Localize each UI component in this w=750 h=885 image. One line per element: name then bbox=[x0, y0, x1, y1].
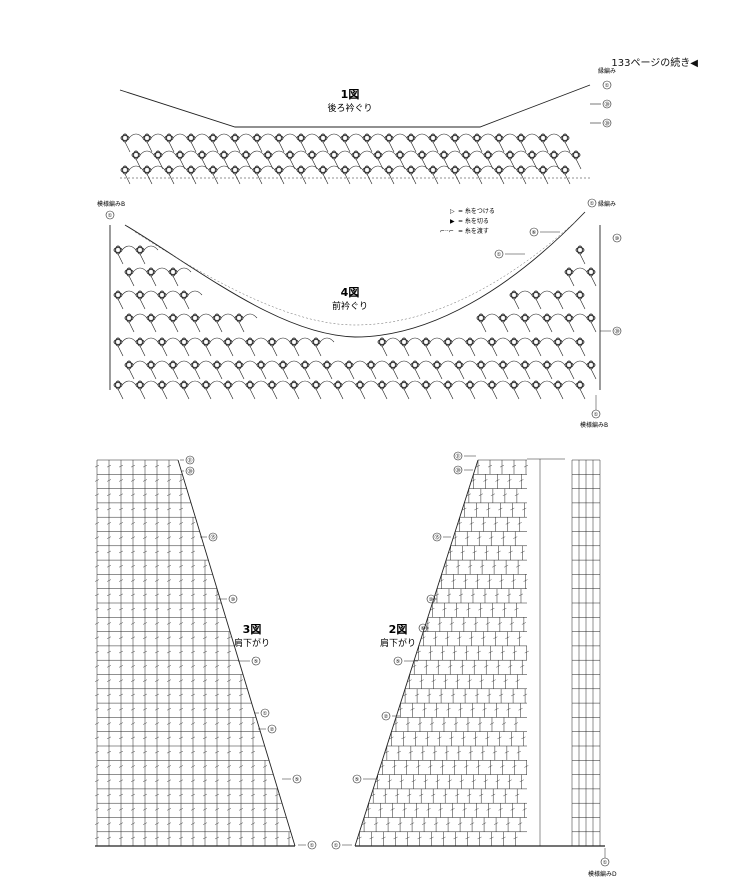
fig1-lace-mesh bbox=[120, 133, 582, 185]
fig3-stitch-grid bbox=[94, 459, 292, 847]
row-marker: ㉑ bbox=[187, 457, 192, 464]
svg-text:⑳: ⑳ bbox=[604, 101, 609, 108]
svg-text:⑩: ⑩ bbox=[615, 236, 620, 242]
fig1-top-edge bbox=[119, 84, 591, 128]
fig1-subtitle: 後ろ衿ぐり bbox=[327, 102, 372, 114]
fig4-left-label: 模様編みB bbox=[97, 200, 125, 208]
fig4-neck-curve bbox=[124, 211, 586, 338]
row-marker: ① bbox=[263, 711, 268, 717]
fig2-subtitle: 肩下がり bbox=[380, 637, 416, 649]
figure-2: 2図 肩下がり ㉑ ⑳ ⑮ ⑩ ⑥ ⑤ ② ⑤ ① ① 模様編みD bbox=[331, 451, 617, 878]
fig2-title: 2図 bbox=[389, 622, 408, 636]
fig4-legend: ▷= 糸をつける ▶= 糸を切る ⌐··⌐ = 糸を渡す bbox=[440, 207, 495, 235]
svg-text:①: ① bbox=[108, 213, 113, 219]
row-marker: ⑥ bbox=[421, 626, 426, 632]
row-marker: ㉑ bbox=[455, 453, 460, 460]
row-marker: ⑤ bbox=[254, 659, 258, 665]
fig2-slope bbox=[354, 459, 479, 847]
row-marker: ⑤ bbox=[355, 777, 359, 783]
row-marker: ⑤ bbox=[295, 777, 299, 783]
fig4-lace-mesh bbox=[113, 245, 597, 400]
svg-text:①: ① bbox=[497, 252, 502, 258]
svg-text:⑥: ⑥ bbox=[532, 230, 537, 236]
row-marker: ⑳ bbox=[455, 467, 460, 474]
row-marker: ① bbox=[310, 843, 315, 849]
fig2-bottom-label: 模様編みD bbox=[588, 870, 617, 878]
row-marker: ⑩ bbox=[429, 597, 434, 603]
svg-text:①: ① bbox=[605, 83, 610, 89]
row-marker: ⑩ bbox=[231, 597, 236, 603]
fig4-top-right-label: 縁編み bbox=[598, 200, 616, 208]
figure-4: 模様編みB ① 4図 前衿ぐり ▷= 糸をつける ▶= 糸を切る ⌐··⌐ = 糸… bbox=[97, 198, 622, 429]
svg-text:⌐··⌐: ⌐··⌐ bbox=[440, 228, 454, 235]
svg-text:= 糸を切る: = 糸を切る bbox=[458, 217, 489, 225]
fig3-slope bbox=[177, 459, 296, 847]
fig1-edge-label: 縁編み bbox=[598, 67, 616, 75]
svg-text:▷: ▷ bbox=[450, 208, 455, 215]
svg-text:①: ① bbox=[603, 860, 608, 866]
row-marker: ⑮ bbox=[434, 534, 439, 541]
fig4-bottom-label: 模様編みB bbox=[580, 421, 608, 429]
row-marker: ② bbox=[384, 714, 389, 720]
fig4-title: 4図 bbox=[341, 285, 360, 299]
svg-text:①: ① bbox=[590, 201, 595, 207]
fig3-subtitle: 肩下がり bbox=[234, 637, 270, 649]
fig2-row-markers: ㉑ ⑳ ⑮ ⑩ ⑥ ⑤ ② ⑤ ① bbox=[331, 451, 476, 850]
svg-text:= 糸を渡す: = 糸を渡す bbox=[458, 227, 489, 235]
row-marker: ⑮ bbox=[210, 534, 215, 541]
fig3-title: 3図 bbox=[243, 622, 262, 636]
fig1-title: 1図 bbox=[341, 87, 360, 101]
page-reference: 133ページの続き◀ bbox=[611, 58, 698, 69]
svg-text:⑳: ⑳ bbox=[614, 328, 619, 335]
row-marker: ① bbox=[334, 843, 339, 849]
svg-text:⑳: ⑳ bbox=[604, 120, 609, 127]
fig1-row-markers: ① ⑳ ⑳ bbox=[590, 80, 612, 128]
figure-3: 3図 肩下がり ㉑ ⑳ ⑮ ⑩ ⑤ ① ② ⑤ ① bbox=[94, 455, 317, 850]
svg-text:= 糸をつける: = 糸をつける bbox=[458, 207, 495, 215]
figure-1: 1図 後ろ衿ぐり 縁編み ① ⑳ ⑳ bbox=[119, 67, 616, 185]
row-marker: ⑤ bbox=[396, 659, 400, 665]
svg-text:▶: ▶ bbox=[450, 218, 455, 225]
fig2-stitch-grid bbox=[357, 459, 601, 847]
row-marker: ② bbox=[270, 727, 275, 733]
svg-text:①: ① bbox=[594, 412, 599, 418]
fig3-row-markers: ㉑ ⑳ ⑮ ⑩ ⑤ ① ② ⑤ ① bbox=[180, 455, 317, 850]
row-marker: ⑳ bbox=[187, 468, 192, 475]
fig4-inner-curve bbox=[134, 221, 576, 326]
fig4-subtitle: 前衿ぐり bbox=[332, 300, 368, 312]
